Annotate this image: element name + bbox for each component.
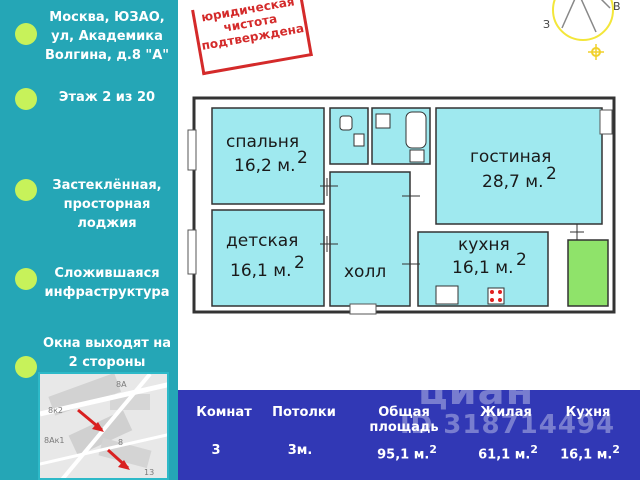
summary-value-living: 61,1 м.2 [462,443,554,462]
summary-value-ceiling: 3м. [287,443,313,458]
windows-text: Окна выходят на 2 стороны [42,336,172,370]
loggia-text: Застеклённая, просторная лоджия [52,178,162,231]
room-area-sup: 2 [294,253,305,273]
sink-icon [409,149,425,163]
room-area-sup: 2 [516,250,527,270]
floor-text: Этаж 2 из 20 [58,90,156,105]
minimap-label: 8 [118,438,124,447]
room-bedroom [211,107,325,205]
summary-bar: ID 318714494 циан Комнат Потолки Общая п… [178,368,640,480]
floor-plan: спальня 16,2 м. 2 детская 16,1 м. 2 холл… [187,96,616,315]
door-icon [349,303,377,315]
summary-value-rooms: 3 [211,443,221,458]
minimap-label: 8А [116,380,127,389]
minimap-label: 13 [144,468,155,477]
room-label-living: гостиная [470,147,551,167]
minimap-roads [40,374,167,478]
summary-value-total-area: 95,1 м.2 [352,443,462,462]
room-area-kitchen: 16,1 м. [452,258,513,278]
summary-header-living: Жилая [480,405,532,420]
room-label-kitchen: кухня [458,235,510,255]
summary-value-sup: 2 [530,443,538,456]
summary-header-rooms: Комнат [196,405,252,420]
room-label-bedroom: спальня [226,132,299,152]
summary-value-sup: 2 [429,443,437,456]
toilet-icon [375,113,391,129]
room-label-kids: детская [226,231,298,251]
watermark-id: ID 318714494 [400,410,616,440]
room-kids [211,209,325,307]
window-icon [187,129,197,171]
room-hall [329,171,411,307]
bullet-icon [15,268,37,290]
bullet-icon [15,356,37,378]
minimap-label: 8к2 [48,406,64,415]
summary-header-kitchen: Кухня [565,405,611,420]
summary-header-ceiling: Потолки [272,405,336,420]
bullet-icon [15,23,37,45]
sidebar: Москва, ЮЗАО, ул, Академика Волгина, д.8… [0,0,178,480]
location-minimap[interactable]: 8А 8к2 8Ак1 8 13 [38,372,169,480]
summary-header-total-area: Общая площадь [369,405,439,435]
bullet-icon [15,88,37,110]
loggia-area [567,239,609,307]
watermark-brand: циан [418,368,535,414]
bullet-icon [15,179,37,201]
room-area-sup: 2 [546,164,557,184]
room-area-bedroom: 16,2 м. [234,156,295,176]
address-text: Москва, ЮЗАО, ул, Академика Волгина, д.8… [44,10,170,63]
toilet-icon [339,115,353,131]
window-icon [187,229,197,275]
bathtub-icon [405,111,427,149]
minimap-label: 8Ак1 [44,436,65,445]
room-living [435,107,603,225]
compass-letter-west: З [543,18,550,31]
infrastructure-text: Сложившаяся инфраструктура [44,266,170,300]
window-icon [599,109,613,135]
stove-icon [435,285,459,305]
summary-value-kitchen: 16,1 м.2 [544,443,636,462]
compass-icon: З В [543,0,621,60]
summary-value-sup: 2 [612,443,620,456]
summary-value-kitchen-text: 16,1 м. [560,447,613,463]
sink-icon [353,133,365,147]
compass-letter-east: В [613,0,621,13]
room-label-hall: холл [344,262,386,282]
summary-value-total-area-text: 95,1 м. [377,447,430,463]
room-area-kids: 16,1 м. [230,261,291,281]
summary-value-living-text: 61,1 м. [478,447,531,463]
room-area-living: 28,7 м. [482,172,543,192]
hob-icon [487,287,505,305]
room-area-sup: 2 [297,148,308,168]
